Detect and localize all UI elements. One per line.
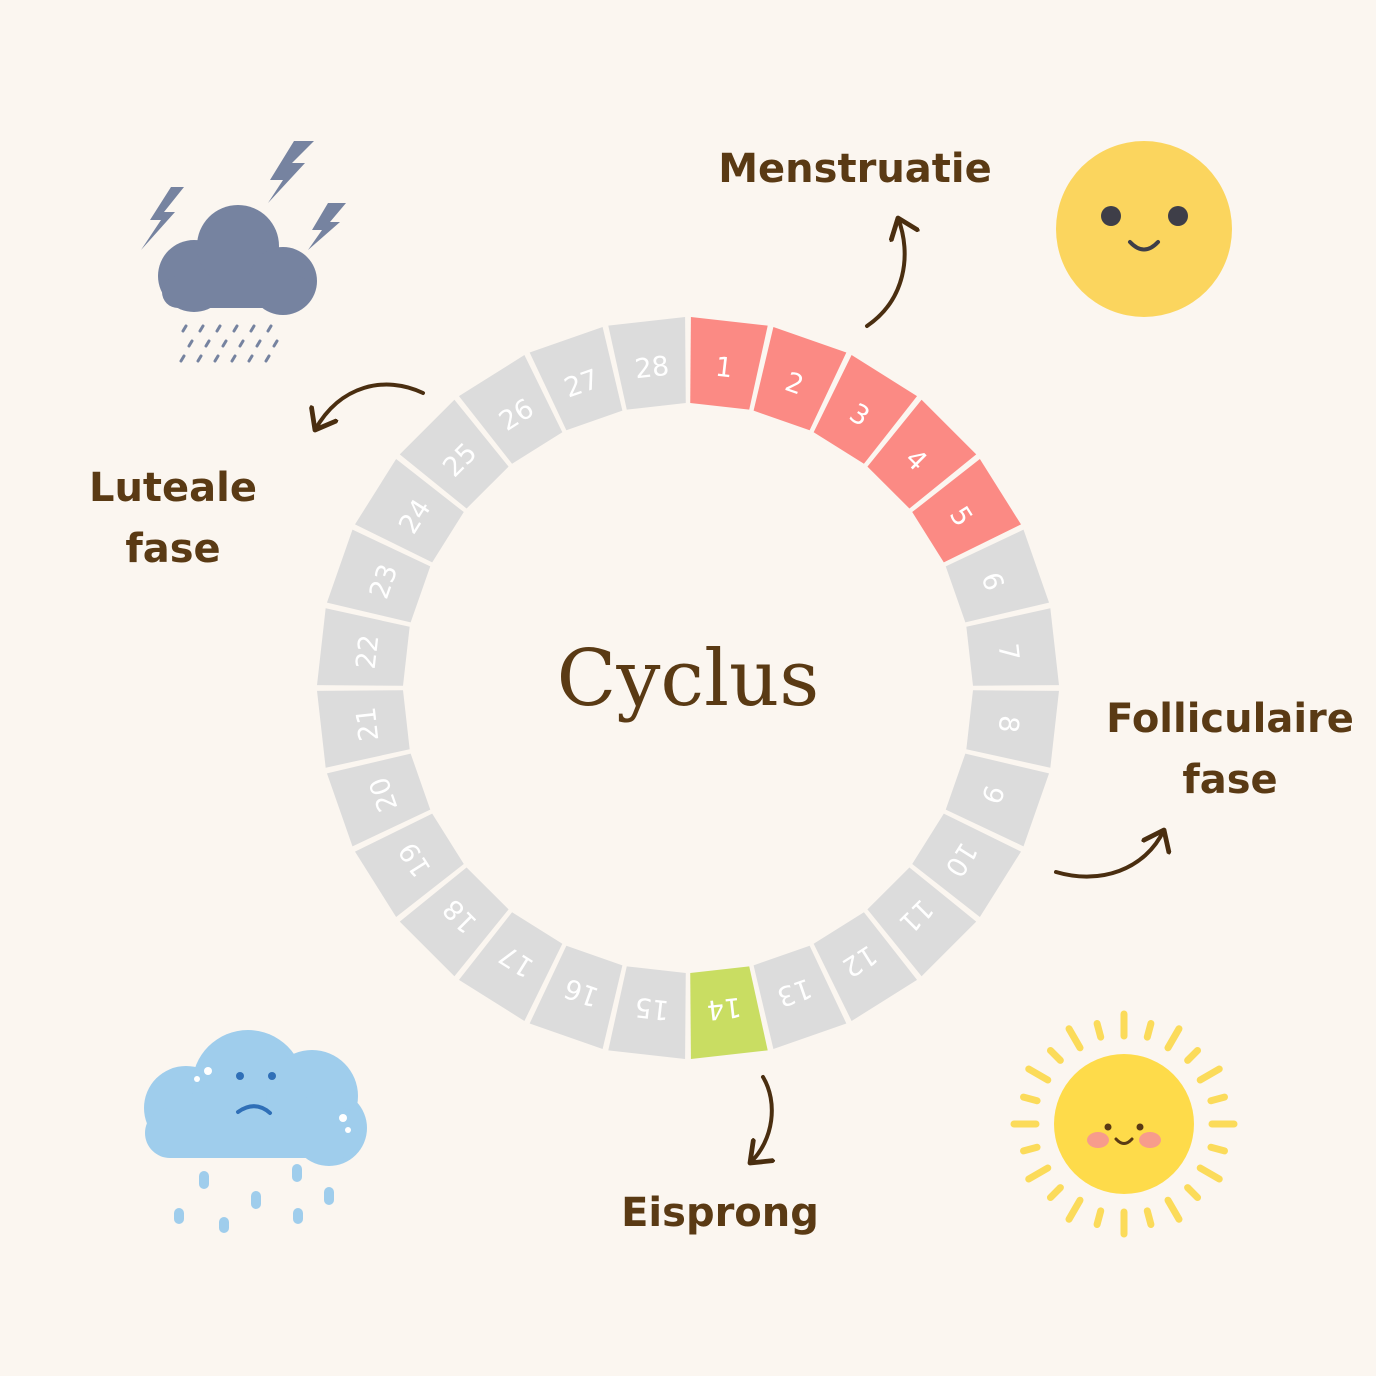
day-number-1: 1 [714,352,735,385]
sun-ray [1065,1025,1084,1052]
sun-ray [1025,1065,1052,1084]
day-segment-28 [608,317,686,410]
sun-ray [1196,1164,1223,1183]
sun-ray [1020,1143,1041,1155]
sun-ray [1184,1046,1202,1064]
day-number-22: 22 [351,633,386,671]
sun-ray [1207,1093,1228,1105]
day-segment-9 [945,753,1050,847]
sun-ray [1184,1184,1202,1202]
label-ovulation: Eisprong [621,1190,819,1236]
sun-ray [1143,1207,1155,1228]
sun-ray [1093,1020,1105,1041]
sun-ray [1164,1196,1183,1223]
day-segment-4 [867,399,977,509]
label-luteal-line2: fase [125,526,220,572]
label-follicular-line2: fase [1182,757,1277,803]
day-number-7: 7 [992,642,1025,663]
day-segment-1 [690,317,768,410]
day-segment-13 [753,945,847,1050]
day-segment-24 [355,458,464,563]
day-segment-6 [945,529,1050,623]
day-number-8: 8 [992,714,1025,735]
sun-ray [1046,1184,1064,1202]
shining-sun-icon [1010,1010,1238,1238]
day-segment-25 [399,399,509,509]
day-segment-17 [458,912,563,1021]
day-segment-15 [608,966,686,1059]
day-segment-19 [355,813,464,918]
day-segment-18 [399,867,509,977]
day-segment-23 [326,529,431,623]
day-segment-26 [458,355,563,464]
day-segment-27 [529,326,623,431]
day-segment-22 [317,608,410,686]
sun-ray [1025,1164,1052,1183]
day-segment-3 [813,355,918,464]
smiley-sun-icon [1056,141,1232,317]
day-segment-10 [912,813,1021,918]
sun-ray [1207,1143,1228,1155]
center-title: Cyclus [557,634,820,724]
sun-ray [1065,1196,1084,1223]
sun-ray [1164,1025,1183,1052]
day-number-21: 21 [351,705,386,743]
sun-ray [1093,1207,1105,1228]
day-number-28: 28 [633,351,671,386]
day-number-15: 15 [633,991,671,1026]
sad-rain-cloud-icon [144,1030,367,1233]
day-segment-12 [813,912,918,1021]
day-segment-21 [317,690,410,768]
sun-ray [1020,1093,1041,1105]
sun-ray [1046,1046,1064,1064]
arrow-follicular [1054,830,1164,879]
day-segment-5 [912,458,1021,563]
day-segment-7 [966,608,1059,686]
day-segment-11 [867,867,977,977]
day-segment-14 [690,966,768,1059]
sun-ray [1143,1020,1155,1041]
label-follicular-line1: Folliculaire [1106,696,1354,742]
day-number-14: 14 [705,991,743,1026]
label-luteal-line1: Luteale [89,465,257,511]
arrow-ovulation [750,1075,772,1163]
sun-ray [1196,1065,1223,1084]
arrow-luteal [315,382,425,430]
storm-cloud-icon [141,141,346,363]
day-segment-16 [529,945,623,1050]
label-menstruation: Menstruatie [718,146,992,192]
day-segment-8 [966,690,1059,768]
day-segment-2 [753,326,847,431]
day-segment-20 [326,753,431,847]
arrow-menstruation [865,218,905,328]
